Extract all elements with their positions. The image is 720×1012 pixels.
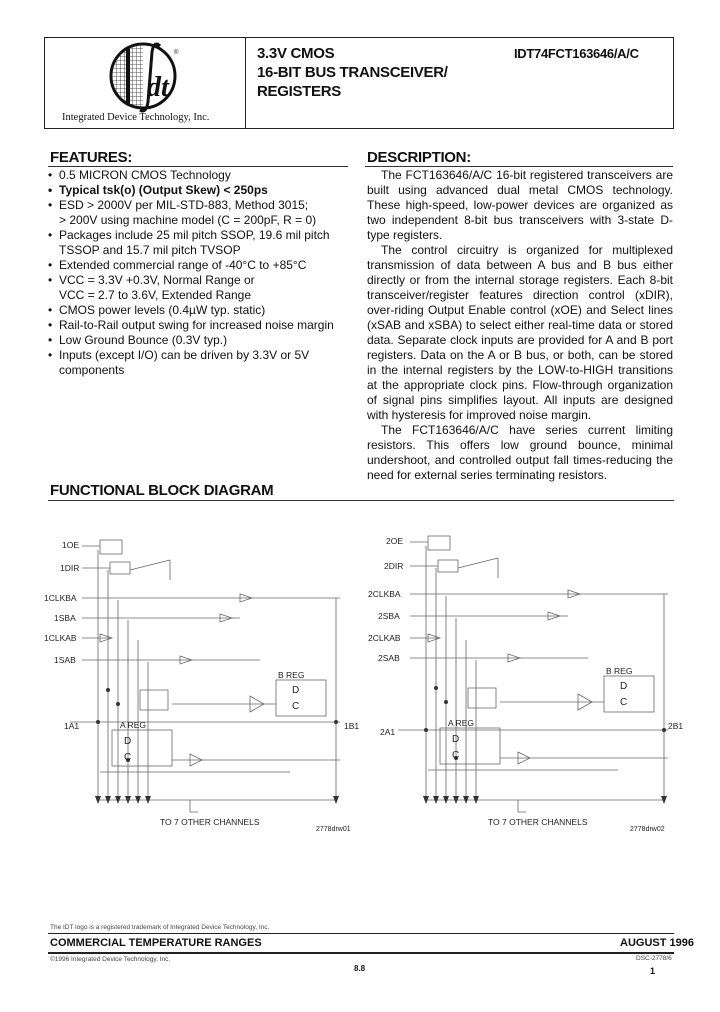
feature-item: Typical tsk(o) (Output Skew) < 250ps: [48, 183, 348, 198]
part-number: IDT74FCT163646/A/C: [514, 46, 639, 61]
pin-1a1: 1A1: [64, 721, 80, 731]
signal-2oe: 2OE: [386, 536, 404, 546]
signal-2clkba: 2CLKBA: [368, 589, 401, 599]
signal-2sab: 2SAB: [378, 653, 400, 663]
a-reg-d: D: [452, 734, 460, 745]
description-body: The FCT163646/A/C 16-bit registered tran…: [367, 168, 673, 483]
document-number: DSC-2778/6: [636, 955, 672, 962]
feature-item: VCC = 3.3V +0.3V, Normal Range or: [48, 273, 348, 288]
b-reg-d: D: [292, 685, 300, 696]
feature-item: Packages include 25 mil pitch SSOP, 19.6…: [48, 228, 348, 243]
feature-item: components: [59, 363, 125, 377]
channels-note: TO 7 OTHER CHANNELS: [488, 817, 588, 827]
description-paragraph: The FCT163646/A/C have series current li…: [367, 423, 673, 482]
feature-item: TSSOP and 15.7 mil pitch TVSOP: [59, 243, 241, 257]
copyright: ©1996 Integrated Device Technology, Inc.: [50, 956, 171, 963]
channels-note: TO 7 OTHER CHANNELS: [160, 817, 260, 827]
feature-item: ESD > 2000V per MIL-STD-883, Method 3015…: [48, 198, 348, 213]
feature-item: Low Ground Bounce (0.3V typ.): [48, 333, 348, 348]
a-reg-c: C: [452, 750, 460, 761]
features-heading: FEATURES:: [50, 149, 133, 166]
description-paragraph: The control circuitry is organized for m…: [367, 243, 673, 422]
pin-2a1: 2A1: [380, 727, 396, 737]
signal-1sba: 1SBA: [54, 613, 76, 623]
right-channel-schematic: [398, 535, 668, 813]
footer-rule-thick: [48, 952, 674, 954]
footer-rule: [48, 933, 674, 934]
company-name: Integrated Device Technology, Inc.: [62, 112, 210, 123]
page-code: 8.8: [354, 964, 366, 973]
b-reg-c: C: [292, 701, 300, 712]
feature-item: > 200V using machine model (C = 200pF, R…: [59, 213, 317, 227]
figure-id: 2778drw01: [316, 826, 351, 833]
a-reg-c: C: [124, 752, 132, 763]
signal-1oe: 1OE: [62, 540, 80, 550]
b-reg-c: C: [620, 697, 628, 708]
header-box: [44, 37, 674, 129]
feature-item: Inputs (except I/O) can be driven by 3.3…: [48, 348, 348, 363]
signal-1clkba: 1CLKBA: [44, 593, 77, 603]
b-reg-label: B REG: [606, 666, 633, 676]
svg-text:dt: dt: [147, 72, 170, 103]
description-heading: DESCRIPTION:: [367, 149, 471, 166]
features-list: 0.5 MICRON CMOS Technology Typical tsk(o…: [48, 168, 348, 378]
a-reg-label: A REG: [448, 718, 474, 728]
feature-item: Extended commercial range of -40°C to +8…: [48, 258, 348, 273]
functional-block-diagram: 1OE 1DIR 1CLKBA 1SBA 1CLKAB 1SAB B REG D…: [40, 520, 700, 840]
signal-2clkab: 2CLKAB: [368, 633, 401, 643]
document-title: 3.3V CMOS 16-BIT BUS TRANSCEIVER/ REGIST…: [257, 45, 448, 100]
signal-1clkab: 1CLKAB: [44, 633, 77, 643]
figure-id: 2778drw02: [630, 826, 665, 833]
b-reg-d: D: [620, 681, 628, 692]
a-reg-label: A REG: [120, 720, 146, 730]
left-channel-schematic: [70, 539, 340, 813]
feature-item: CMOS power levels (0.4µW typ. static): [48, 303, 348, 318]
svg-text:®: ®: [174, 49, 179, 56]
trademark-note: The IDT logo is a registered trademark o…: [50, 924, 270, 931]
description-paragraph: The FCT163646/A/C 16-bit registered tran…: [367, 168, 673, 242]
feature-item: Rail-to-Rail output swing for increased …: [48, 318, 348, 333]
feature-item: VCC = 2.7 to 3.6V, Extended Range: [59, 288, 252, 302]
pin-2b1: 2B1: [668, 721, 684, 731]
signal-1sab: 1SAB: [54, 655, 76, 665]
page-number: 1: [650, 966, 656, 976]
a-reg-d: D: [124, 736, 132, 747]
publication-date: AUGUST 1996: [620, 937, 694, 949]
b-reg-label: B REG: [278, 670, 305, 680]
signal-2sba: 2SBA: [378, 611, 400, 621]
feature-item: 0.5 MICRON CMOS Technology: [48, 168, 348, 183]
block-diagram-heading: FUNCTIONAL BLOCK DIAGRAM: [50, 482, 274, 499]
temperature-range: COMMERCIAL TEMPERATURE RANGES: [50, 937, 262, 949]
signal-1dir: 1DIR: [60, 563, 80, 573]
idt-logo: dt ®: [109, 42, 179, 113]
pin-1b1: 1B1: [344, 721, 360, 731]
signal-2dir: 2DIR: [384, 561, 404, 571]
